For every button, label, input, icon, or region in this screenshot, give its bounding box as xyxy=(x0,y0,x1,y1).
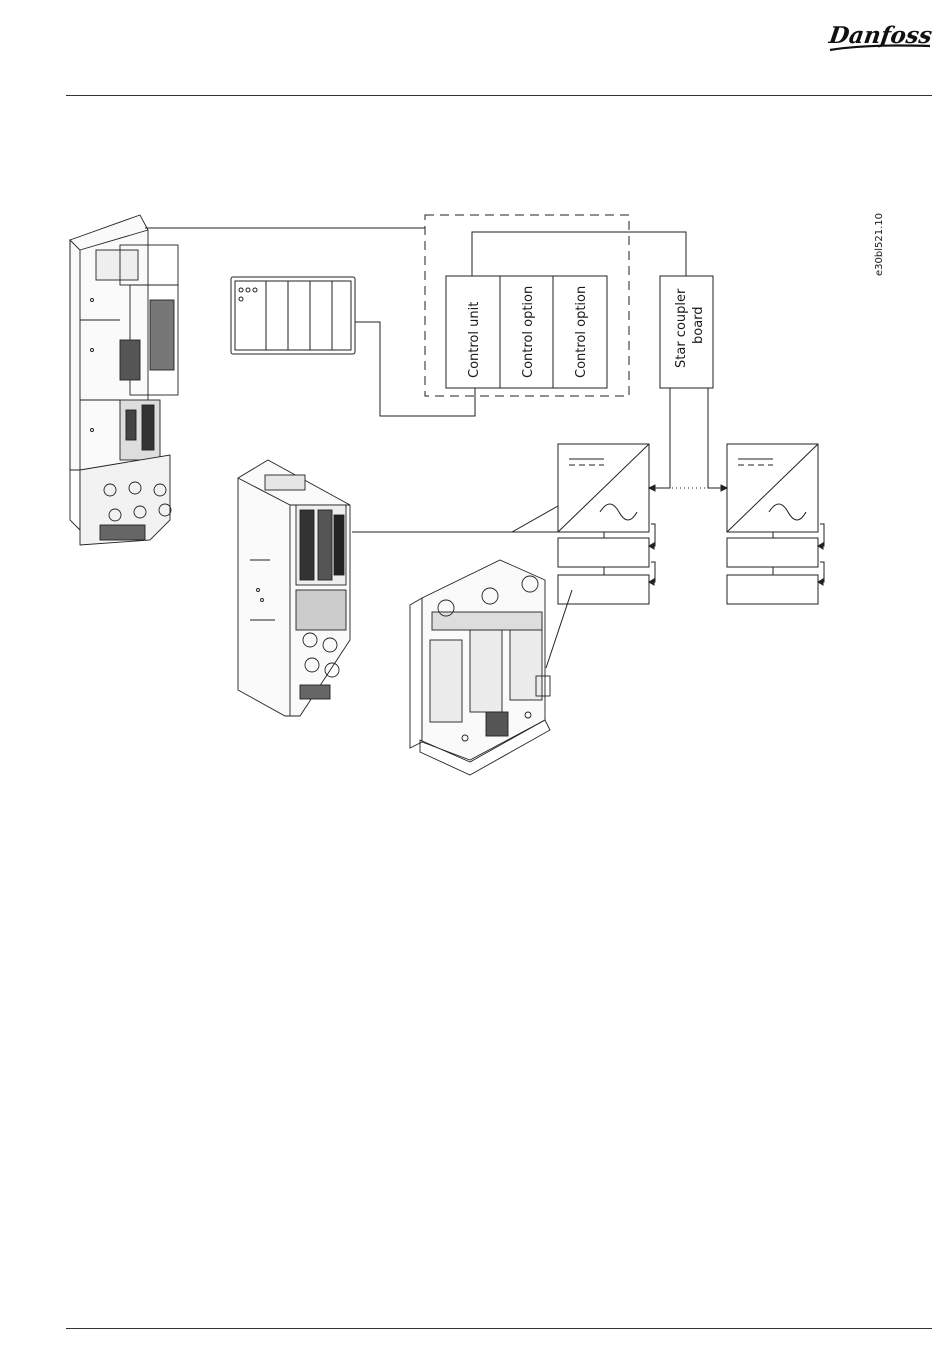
figure-code: e30bl521.10 xyxy=(874,213,885,276)
inverter-2-module-a[interactable] xyxy=(727,538,818,567)
compact-drive-illustration xyxy=(238,460,350,716)
connector-star-to-inverter-2 xyxy=(708,388,724,488)
inverter-group-2 xyxy=(727,444,824,604)
inverter-1-module-b[interactable] xyxy=(558,575,649,604)
reactor-illustration xyxy=(410,560,550,775)
connector-drive-to-inverter xyxy=(352,506,558,532)
inverter-1-module-a[interactable] xyxy=(558,538,649,567)
label-star-coupler-line1: Star coupler xyxy=(674,288,689,368)
connector-panel-to-control-unit xyxy=(355,322,475,416)
label-control-option-2: Control option xyxy=(574,286,589,378)
connector-reactor-to-inverter xyxy=(546,590,572,668)
label-star-coupler-line2: board xyxy=(691,306,706,344)
connector-star-to-inverter-1 xyxy=(652,388,670,488)
label-control-unit: Control unit xyxy=(467,302,482,378)
connector-control-to-star-coupler xyxy=(472,232,686,276)
label-control-option-1: Control option xyxy=(521,286,536,378)
control-panel-box xyxy=(231,277,355,354)
inverter-2-module-b[interactable] xyxy=(727,575,818,604)
drive-module-illustration xyxy=(70,215,178,545)
inverter-group-1 xyxy=(558,444,655,604)
